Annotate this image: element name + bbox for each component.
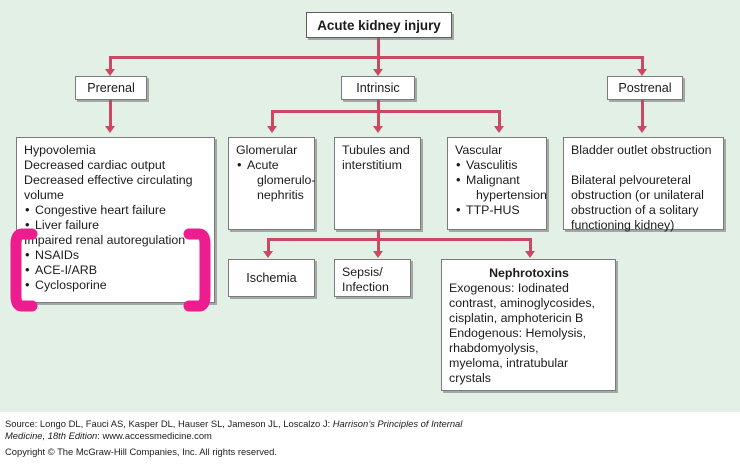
prerenal-bullet: NSAIDs bbox=[24, 247, 208, 263]
connector-tubules-down bbox=[377, 230, 380, 240]
connector-to-sepsis bbox=[377, 238, 380, 252]
prerenal-bullet: ACE-I/ARB bbox=[24, 262, 208, 278]
nephrotoxins-line: contrast, aminoglycosides, bbox=[449, 296, 596, 310]
source-title: Harrison’s Principles of Internal Medici… bbox=[5, 418, 463, 441]
arrowhead-ischemia bbox=[263, 251, 273, 258]
postrenal-line: obstruction of a solitary bbox=[571, 203, 699, 217]
node-prerenal-detail[interactable]: Hypovolemia Decreased cardiac output Dec… bbox=[16, 137, 215, 303]
sepsis-line: Sepsis/ bbox=[342, 265, 383, 279]
arrowhead-postrenal bbox=[637, 69, 647, 76]
nephrotoxins-line: rhabdomyolysis, bbox=[449, 341, 539, 355]
prerenal-bullet: Congestive heart failure bbox=[24, 202, 208, 218]
postrenal-spacer bbox=[571, 158, 717, 173]
prerenal-line: Hypovolemia bbox=[24, 143, 96, 157]
connector-tubules-bus bbox=[267, 238, 532, 241]
connector-intrinsic-down bbox=[377, 100, 380, 112]
prerenal-subheading: Impaired renal autoregulation bbox=[24, 233, 186, 247]
footer: Source: Longo DL, Fauci AS, Kasper DL, H… bbox=[0, 412, 740, 465]
connector-to-postrenal bbox=[641, 56, 644, 70]
tubules-line: Tubules and bbox=[342, 143, 410, 157]
nephrotoxins-line: myeloma, intratubular bbox=[449, 356, 569, 370]
arrowhead-nephrotoxins bbox=[525, 251, 535, 258]
connector-to-glomerular bbox=[271, 110, 274, 126]
connector-top-bus bbox=[109, 56, 643, 59]
vascular-bullet: TTP-HUS bbox=[455, 202, 540, 218]
vascular-continuation: hypertension bbox=[476, 188, 547, 202]
nephrotoxins-line: Exogenous: Iodinated bbox=[449, 281, 569, 295]
source-citation: Source: Longo DL, Fauci AS, Kasper DL, H… bbox=[5, 418, 475, 442]
source-suffix: : www.accessmedicine.com bbox=[97, 430, 212, 441]
node-intrinsic[interactable]: Intrinsic bbox=[341, 76, 415, 100]
nephrotoxins-line: cisplatin, amphotericin B bbox=[449, 311, 584, 325]
vascular-bullet: Malignant bbox=[455, 172, 540, 188]
connector-prerenal-detail bbox=[109, 100, 112, 126]
node-postrenal-detail[interactable]: Bladder outlet obstruction Bilateral pel… bbox=[563, 137, 724, 232]
node-tubules-interstitium[interactable]: Tubules and interstitium bbox=[334, 137, 421, 230]
highlight-bracket-right bbox=[183, 228, 213, 312]
arrowhead-vascular bbox=[494, 126, 504, 133]
sepsis-line: Infection bbox=[342, 280, 389, 294]
postrenal-line: Bladder outlet obstruction bbox=[571, 143, 712, 157]
prerenal-line: Decreased cardiac output bbox=[24, 158, 166, 172]
vascular-bullet: Vasculitis bbox=[455, 157, 540, 173]
node-intrinsic-label: Intrinsic bbox=[356, 80, 400, 95]
node-sepsis-infection[interactable]: Sepsis/ Infection bbox=[334, 259, 411, 297]
node-title-label: Acute kidney injury bbox=[317, 17, 441, 33]
connector-to-prerenal bbox=[109, 56, 112, 70]
prerenal-line: volume bbox=[24, 188, 64, 202]
connector-to-vascular bbox=[498, 110, 501, 126]
copyright-notice: Copyright © The McGraw-Hill Companies, I… bbox=[5, 446, 277, 457]
glomerular-continuation: nephritis bbox=[257, 188, 304, 202]
connector-to-tubules bbox=[377, 110, 380, 126]
prerenal-line: Decreased effective circulating bbox=[24, 173, 193, 187]
arrowhead-postrenal-detail bbox=[637, 126, 647, 133]
nephrotoxins-heading: Nephrotoxins bbox=[489, 266, 569, 280]
node-vascular[interactable]: Vascular Vasculitis Malignant hypertensi… bbox=[447, 137, 547, 230]
connector-postrenal-detail bbox=[641, 100, 644, 126]
postrenal-line: Bilateral pelvoureteral bbox=[571, 173, 691, 187]
node-postrenal-label: Postrenal bbox=[618, 80, 672, 95]
highlight-bracket-left bbox=[8, 228, 38, 312]
connector-intrinsic-bus bbox=[271, 110, 501, 113]
arrowhead-glomerular bbox=[267, 126, 277, 133]
connector-to-ischemia bbox=[267, 238, 270, 252]
nephrotoxins-line: Endogenous: Hemolysis, bbox=[449, 326, 587, 340]
connector-title-down bbox=[377, 38, 380, 56]
arrowhead-prerenal bbox=[105, 69, 115, 76]
node-ischemia[interactable]: Ischemia bbox=[228, 259, 315, 297]
arrowhead-sepsis bbox=[373, 251, 383, 258]
prerenal-bullet: Cyclosporine bbox=[24, 277, 208, 293]
connector-to-nephrotoxins bbox=[529, 238, 532, 252]
glomerular-continuation: glomerulo- bbox=[257, 173, 316, 187]
postrenal-line: obstruction (or unilateral bbox=[571, 188, 704, 202]
prerenal-bullet: Liver failure bbox=[24, 217, 208, 233]
node-acute-kidney-injury[interactable]: Acute kidney injury bbox=[306, 12, 452, 38]
node-prerenal-label: Prerenal bbox=[87, 80, 135, 95]
source-prefix: Source: Longo DL, Fauci AS, Kasper DL, H… bbox=[5, 418, 333, 429]
node-prerenal[interactable]: Prerenal bbox=[75, 76, 147, 100]
node-glomerular[interactable]: Glomerular Acute glomerulo- nephritis bbox=[228, 137, 316, 230]
arrowhead-prerenal-detail bbox=[105, 126, 115, 133]
vascular-heading: Vascular bbox=[455, 143, 503, 157]
tubules-line: interstitium bbox=[342, 158, 402, 172]
node-nephrotoxins[interactable]: Nephrotoxins Exogenous: Iodinated contra… bbox=[441, 259, 616, 391]
node-postrenal[interactable]: Postrenal bbox=[607, 76, 683, 100]
arrowhead-intrinsic bbox=[373, 69, 383, 76]
postrenal-line: functioning kidney) bbox=[571, 218, 675, 232]
nephrotoxins-line: crystals bbox=[449, 371, 491, 385]
glomerular-bullet: Acute bbox=[236, 157, 308, 173]
ischemia-label: Ischemia bbox=[246, 270, 297, 285]
arrowhead-tubules bbox=[373, 126, 383, 133]
glomerular-heading: Glomerular bbox=[236, 143, 298, 157]
connector-to-intrinsic bbox=[377, 56, 380, 70]
